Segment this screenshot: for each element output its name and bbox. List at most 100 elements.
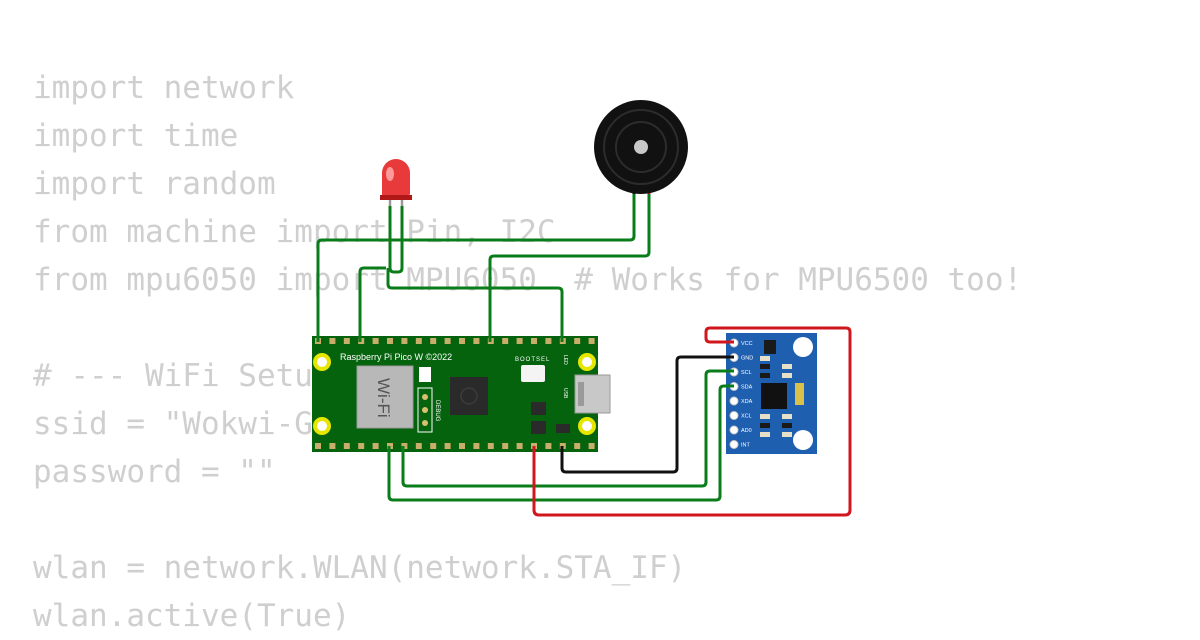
wifi-label: Wi-Fi bbox=[374, 378, 393, 418]
mpu-resistor bbox=[760, 414, 770, 419]
header-pin[interactable] bbox=[473, 338, 480, 344]
mpu-pin[interactable] bbox=[729, 411, 739, 420]
wire-led-cathode[interactable] bbox=[358, 266, 386, 342]
mpu-resistor bbox=[782, 364, 792, 369]
header-pin[interactable] bbox=[329, 338, 336, 344]
wire-led-anode[interactable] bbox=[386, 268, 564, 342]
header-pin[interactable] bbox=[444, 443, 451, 449]
header-pin[interactable] bbox=[358, 443, 365, 449]
header-pin[interactable] bbox=[372, 338, 379, 344]
header-pin[interactable] bbox=[516, 338, 523, 344]
debug-label: DEBUG bbox=[434, 400, 440, 422]
header-pin[interactable] bbox=[545, 443, 552, 449]
mounting-hole bbox=[313, 353, 331, 371]
header-pin[interactable] bbox=[545, 338, 552, 344]
header-pin[interactable] bbox=[459, 338, 465, 344]
header-pin[interactable] bbox=[502, 338, 509, 344]
wire-led-loop[interactable] bbox=[388, 206, 404, 274]
header-pin[interactable] bbox=[588, 338, 595, 344]
mpu-resistor bbox=[782, 373, 792, 378]
mpu-pin[interactable] bbox=[729, 396, 739, 406]
header-pin[interactable] bbox=[502, 443, 509, 449]
mpu-component bbox=[760, 364, 770, 369]
mpu-pin-label: XDA bbox=[741, 399, 753, 405]
mpu-resistor bbox=[782, 414, 792, 419]
header-pin[interactable] bbox=[574, 443, 581, 449]
wire-mpu-vcc[interactable] bbox=[532, 326, 852, 517]
mpu-pin[interactable] bbox=[729, 425, 739, 435]
header-pin[interactable] bbox=[315, 443, 321, 449]
wire-buzzer-signal[interactable] bbox=[488, 194, 651, 342]
debug-header-outline bbox=[417, 387, 433, 433]
code-line: wlan.active(True) bbox=[33, 598, 351, 634]
header-pin[interactable] bbox=[473, 443, 480, 449]
header-pin[interactable] bbox=[430, 338, 437, 344]
led[interactable] bbox=[380, 159, 412, 212]
buzzer-ring bbox=[615, 121, 667, 173]
header-pin[interactable] bbox=[343, 443, 350, 449]
header-pin[interactable] bbox=[459, 443, 465, 449]
wires bbox=[316, 194, 852, 517]
header-pin[interactable] bbox=[401, 338, 408, 344]
mpu-pin-label: SDA bbox=[741, 385, 753, 391]
bootsel-label: BOOTSEL bbox=[515, 357, 550, 363]
pico-board[interactable]: Raspberry Pi Pico W ©2022 Wi-Fi DEBUG BO… bbox=[312, 336, 611, 452]
wire-mpu-sda[interactable] bbox=[387, 384, 734, 502]
header-pin[interactable] bbox=[343, 338, 350, 344]
debug-pin bbox=[422, 420, 428, 426]
pico-component bbox=[556, 424, 570, 433]
code-line: import random bbox=[33, 166, 276, 202]
code-line: from machine import Pin, I2C bbox=[33, 214, 556, 250]
raspberry-logo-icon bbox=[460, 387, 478, 405]
pico-header-bottom bbox=[315, 443, 595, 449]
header-pin[interactable] bbox=[588, 443, 595, 449]
mpu-pin-label: AD0 bbox=[741, 428, 752, 434]
mounting-hole bbox=[313, 417, 331, 435]
code-background: import network import time import random fr… bbox=[33, 64, 1022, 640]
header-pin[interactable] bbox=[487, 443, 494, 449]
wire-buzzer-gnd[interactable] bbox=[316, 194, 636, 342]
mpu-mounting-hole bbox=[793, 337, 813, 357]
mpu-resistor bbox=[782, 432, 792, 437]
debug-pin bbox=[422, 407, 428, 413]
code-line: password = "" bbox=[33, 454, 276, 490]
usb-label: USB bbox=[562, 388, 568, 399]
bootsel-button[interactable] bbox=[521, 365, 545, 382]
header-pin[interactable] bbox=[531, 338, 537, 344]
header-pin[interactable] bbox=[372, 443, 379, 449]
header-pin[interactable] bbox=[444, 338, 451, 344]
header-pin[interactable] bbox=[387, 338, 393, 344]
mounting-hole bbox=[578, 417, 596, 435]
mpu-component bbox=[760, 373, 770, 378]
header-pin[interactable] bbox=[415, 338, 422, 344]
led-body bbox=[382, 159, 410, 200]
wire-mpu-gnd[interactable] bbox=[560, 355, 734, 474]
mpu-chip bbox=[761, 383, 787, 409]
mpu-capacitor bbox=[795, 383, 804, 405]
code-line: import network bbox=[33, 70, 295, 106]
wire-mpu-scl[interactable] bbox=[401, 369, 734, 488]
header-pin[interactable] bbox=[516, 443, 523, 449]
mpu-component bbox=[764, 340, 776, 354]
mpu-pin-label: INT bbox=[741, 443, 751, 449]
header-pin[interactable] bbox=[329, 443, 336, 449]
pico-label: Raspberry Pi Pico W ©2022 bbox=[340, 352, 452, 362]
code-line: import time bbox=[33, 118, 239, 154]
buzzer[interactable] bbox=[594, 100, 688, 210]
header-pin[interactable] bbox=[574, 338, 581, 344]
mpu-pin[interactable] bbox=[729, 440, 739, 449]
debug-pin bbox=[422, 394, 428, 400]
led-highlight bbox=[386, 167, 394, 181]
led-label: LED bbox=[562, 355, 568, 365]
led-rim bbox=[380, 195, 412, 200]
header-pin[interactable] bbox=[415, 443, 422, 449]
header-pin[interactable] bbox=[430, 443, 437, 449]
pico-component bbox=[531, 421, 546, 434]
mpu-resistor bbox=[760, 356, 770, 361]
mpu-pin-label: VCC bbox=[741, 341, 753, 347]
mpu-pin-label: GND bbox=[741, 356, 753, 362]
mpu-pin-label: SCL bbox=[741, 370, 752, 376]
usb-port-tongue bbox=[578, 382, 584, 406]
